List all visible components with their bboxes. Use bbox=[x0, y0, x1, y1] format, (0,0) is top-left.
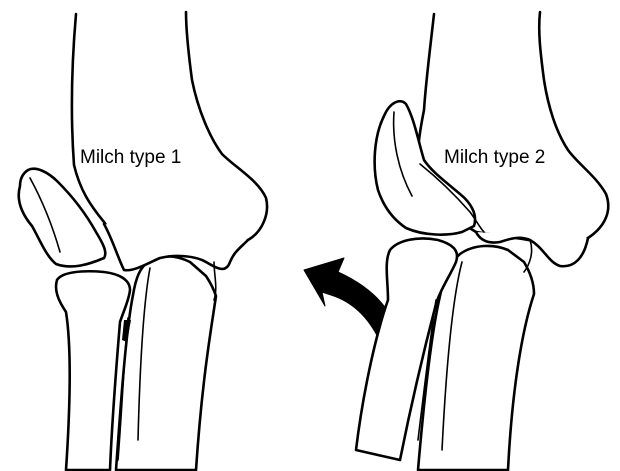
panel-milch-type-2 bbox=[356, 12, 608, 470]
humerus-1 bbox=[72, 12, 267, 248]
panel-milch-type-1 bbox=[19, 12, 267, 470]
label-milch-type-1: Milch type 1 bbox=[80, 147, 181, 169]
label-milch-type-2: Milch type 2 bbox=[444, 147, 545, 169]
